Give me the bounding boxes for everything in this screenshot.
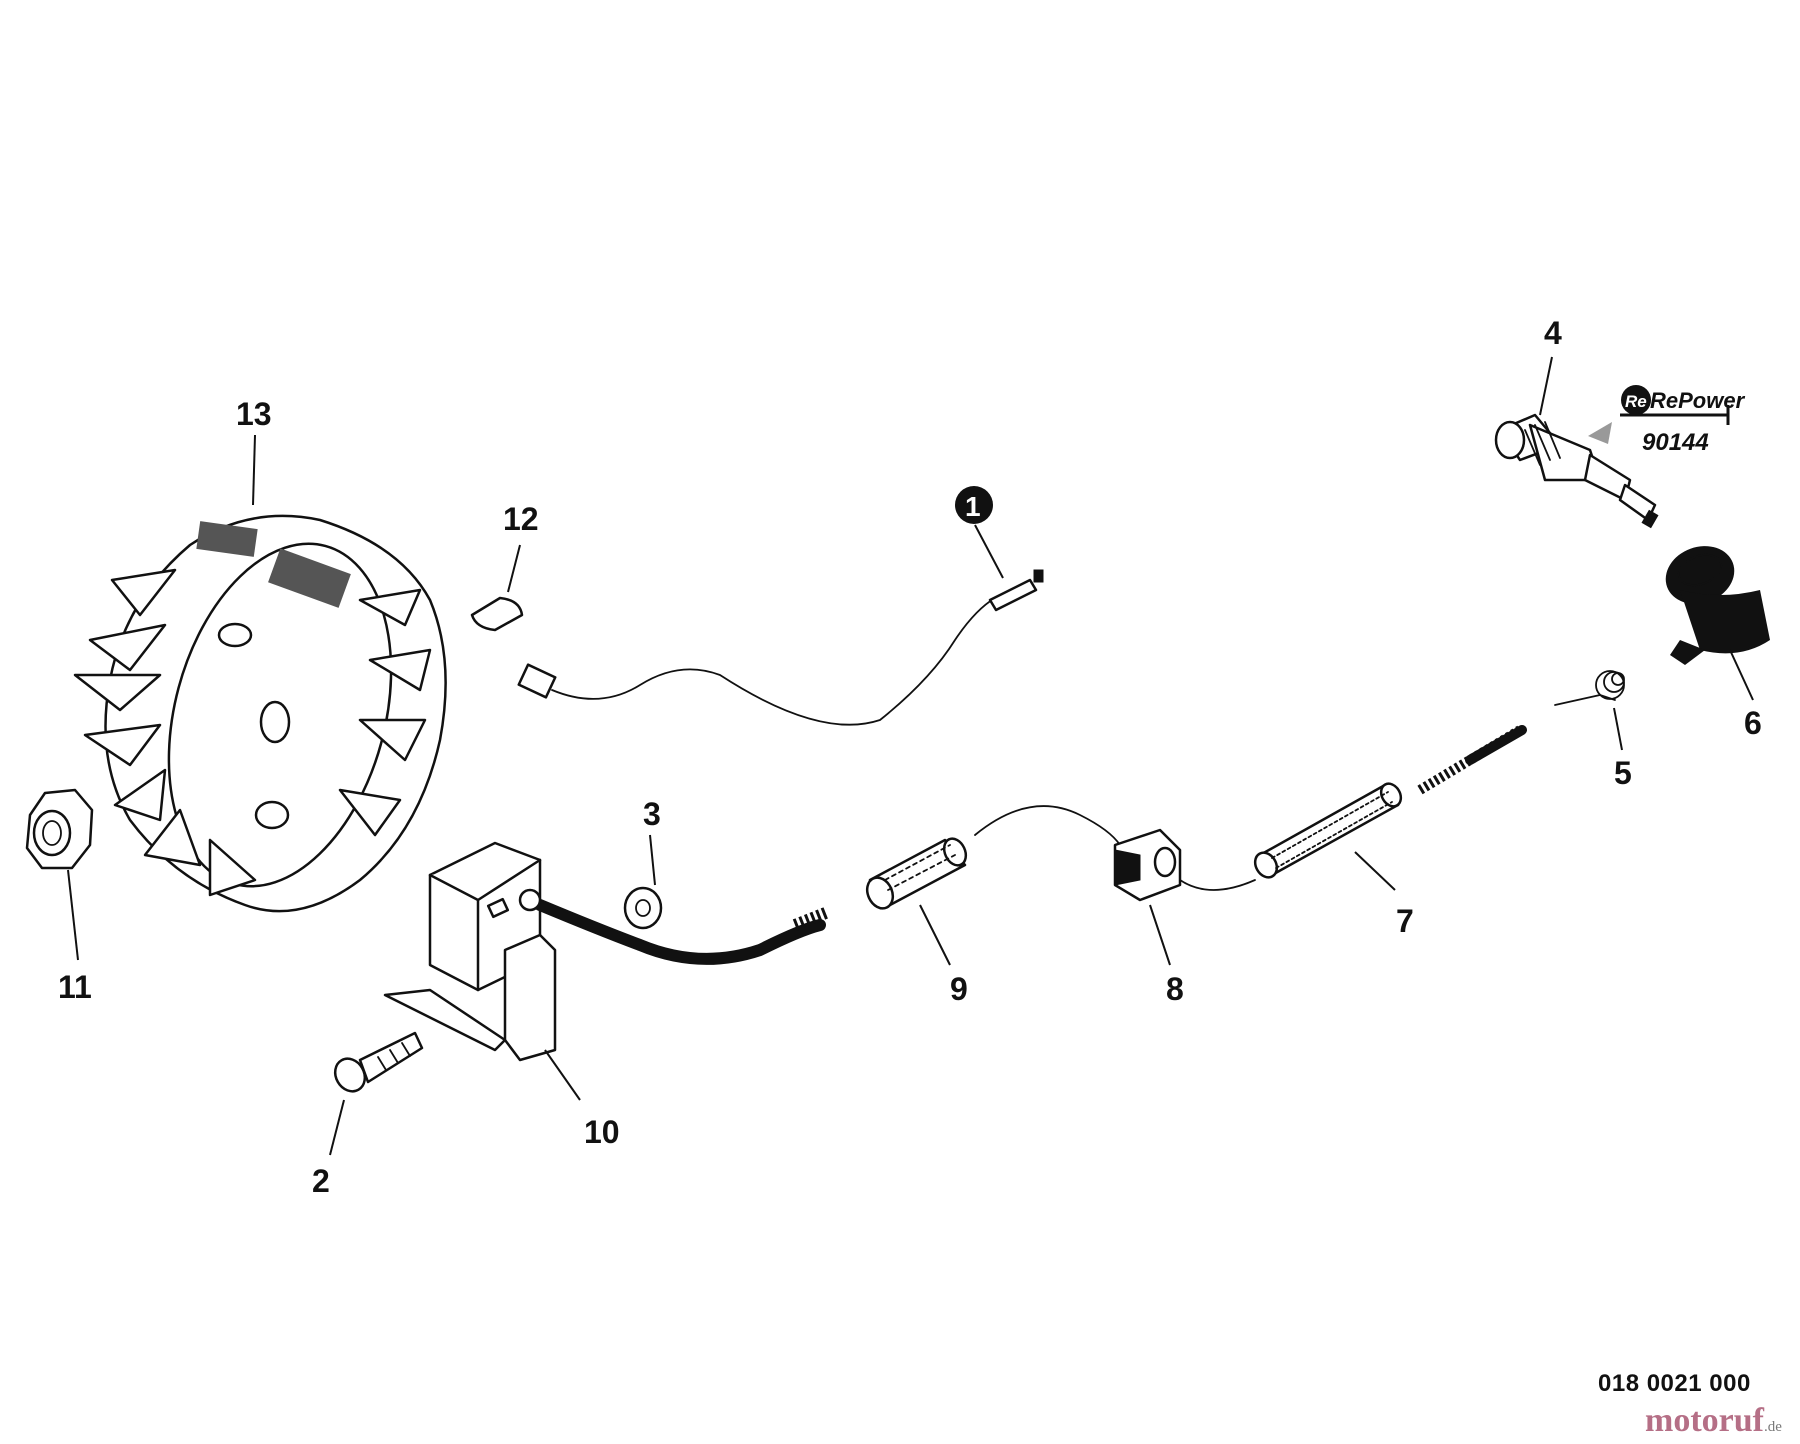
watermark-tld: .de xyxy=(1763,1419,1782,1435)
washer-part xyxy=(623,886,663,930)
leader-lines xyxy=(67,356,1754,1156)
callout-labels: 13 12 1 4 6 5 7 8 9 3 10 2 11 xyxy=(58,315,1762,1199)
diagram-code: 018 0021 000 xyxy=(1598,1370,1751,1397)
insulating-hose-part xyxy=(1253,725,1527,879)
sleeve-part xyxy=(865,837,968,910)
repower-part-number: 90144 xyxy=(1642,429,1709,456)
woodruff-key-part xyxy=(470,596,524,632)
callout-13: 13 xyxy=(236,396,272,432)
repower-logo: Re RePower 90144 xyxy=(1620,385,1746,456)
callout-8: 8 xyxy=(1166,971,1184,1007)
callout-11: 11 xyxy=(58,969,92,1005)
short-circuit-wire-part xyxy=(517,569,1044,726)
callout-5: 5 xyxy=(1614,755,1632,791)
repower-brand-text: RePower xyxy=(1650,388,1746,413)
flywheel-part xyxy=(73,514,447,913)
callout-4: 4 xyxy=(1544,315,1562,351)
nut-part xyxy=(25,788,94,870)
callout-6: 6 xyxy=(1744,705,1762,741)
ignition-module-part xyxy=(383,841,831,1062)
callout-12: 12 xyxy=(503,501,539,537)
watermark-name: motoruf xyxy=(1645,1402,1764,1439)
callout-3: 3 xyxy=(643,796,661,832)
callout-10: 10 xyxy=(584,1114,620,1150)
callout-9: 9 xyxy=(950,971,968,1007)
spark-plug-part xyxy=(1494,413,1659,529)
callout-1: 1 xyxy=(965,491,981,522)
spring-part xyxy=(1554,670,1625,706)
callout-1-badge xyxy=(955,486,993,524)
callout-2: 2 xyxy=(312,1163,330,1199)
screw-part xyxy=(333,1031,424,1093)
callout-7: 7 xyxy=(1396,903,1414,939)
clamp-part xyxy=(1113,828,1182,902)
svg-text:Re: Re xyxy=(1625,392,1647,411)
watermark-logo: motoruf.de xyxy=(1645,1402,1782,1440)
spark-plug-boot-part xyxy=(1665,546,1770,665)
